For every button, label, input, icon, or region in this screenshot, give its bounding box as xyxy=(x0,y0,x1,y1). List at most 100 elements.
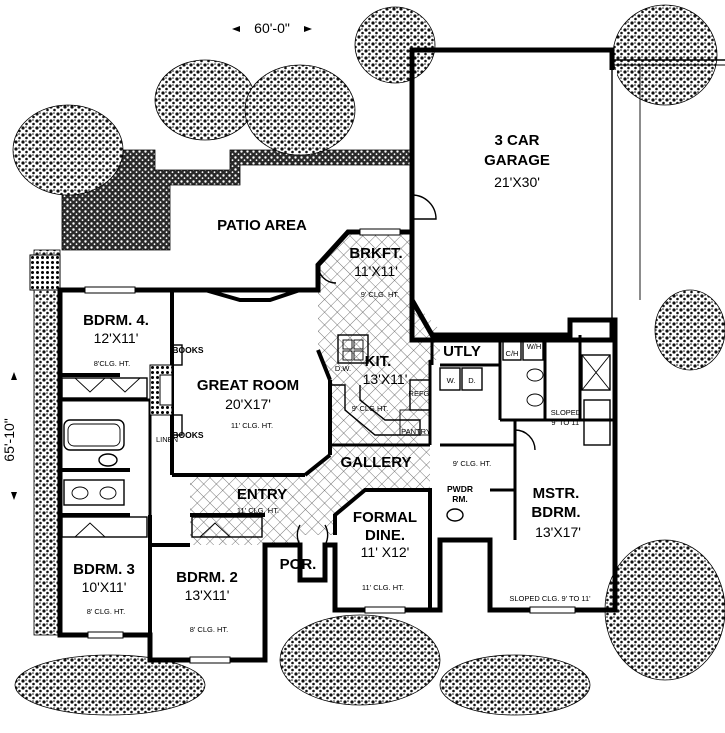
ch-label: C/H xyxy=(506,349,519,358)
refg-label: REFG. xyxy=(409,389,432,398)
garage-entry-door xyxy=(411,194,437,220)
master-door xyxy=(514,429,536,451)
bookshelf-top xyxy=(171,344,183,366)
formal-label-line1: FORMAL xyxy=(353,509,417,526)
dryer-label: D. xyxy=(468,376,476,385)
washer xyxy=(439,367,461,391)
master-sink-b xyxy=(526,393,544,407)
formal-size: 11' X12' xyxy=(361,544,410,560)
window-master xyxy=(529,606,576,614)
tree-top-center xyxy=(244,64,356,156)
brkft-label: BRKFT. xyxy=(349,245,402,262)
washer-label: W. xyxy=(447,376,456,385)
garage-label-line2: GARAGE xyxy=(484,152,550,169)
books-top-label: BOOKS xyxy=(172,345,204,355)
gallery-label: GALLERY xyxy=(340,454,411,471)
utly-label: UTLY xyxy=(443,343,481,360)
entry-label: ENTRY xyxy=(237,486,287,503)
brkft-door xyxy=(317,264,337,284)
bdrm2-label: BDRM. 2 xyxy=(176,569,238,586)
overall-depth: 65'-10" xyxy=(1,418,17,461)
patio-label: PATIO AREA xyxy=(217,217,307,234)
bdrm3-closet xyxy=(61,516,148,538)
formal-label-line2: DINE. xyxy=(365,527,405,544)
garage-label-line1: 3 CAR xyxy=(494,132,539,149)
bdrm4-ceiling: 8'CLG. HT. xyxy=(94,359,130,368)
mstr-ceiling: SLOPED CLG. 9' TO 11' xyxy=(509,594,591,603)
fixtures xyxy=(61,228,611,664)
water-heater xyxy=(502,337,522,361)
room-labels: PATIO AREA BRKFT. 11'X11' 9' CLG. HT. BD… xyxy=(73,217,591,634)
landscaping xyxy=(12,4,725,716)
great-room-label: GREAT ROOM xyxy=(197,377,299,394)
closet-sloped-1: SLOPED xyxy=(551,408,582,417)
wh-label: W/H xyxy=(527,342,542,351)
entry-door xyxy=(296,524,329,546)
tree-top-right-b xyxy=(612,4,718,106)
garage: 3 CAR GARAGE 21'X30' xyxy=(409,47,617,343)
linen-label: LINEN xyxy=(156,435,178,444)
garage-door-opening xyxy=(609,70,617,320)
bdrm3-size: 10'X11' xyxy=(82,579,127,595)
toilet xyxy=(98,453,118,467)
tree-top-left xyxy=(12,104,124,196)
pantry-label: PANTRY xyxy=(401,427,431,436)
gallery-ceiling: 9' CLG. HT. xyxy=(453,459,492,468)
great-room-ceiling: 11' CLG. HT. xyxy=(231,421,273,430)
entry-ceiling: 11' CLG. HT. xyxy=(237,506,279,515)
tree-top-mid xyxy=(154,59,256,141)
overall-width: 60'-0" xyxy=(254,20,290,36)
shrubs-bottom-left xyxy=(14,654,206,716)
master-shower xyxy=(581,354,611,391)
vanity xyxy=(63,479,125,506)
window-bdrm3 xyxy=(87,631,124,639)
bdrm3-label: BDRM. 3 xyxy=(73,561,135,578)
shrubs-bottom-mid xyxy=(439,654,591,716)
master-tub xyxy=(583,399,611,446)
house-walls xyxy=(57,229,618,663)
dw-label: D.W. xyxy=(335,364,351,373)
hedge-left xyxy=(33,249,61,636)
bdrm3-ceiling: 8' CLG. HT. xyxy=(87,607,126,616)
books-bottom-label: BOOKS xyxy=(172,430,204,440)
kit-size: 13'X11' xyxy=(363,371,408,387)
bathtub xyxy=(63,419,125,451)
shrubs-bottom-right xyxy=(604,539,725,681)
closet-sloped-2: 9' TO 11' xyxy=(551,418,581,427)
por-label: POR. xyxy=(280,556,317,573)
mstr-label-line1: MSTR. xyxy=(533,485,580,502)
mstr-label-line2: BDRM. xyxy=(531,504,580,521)
garage-walls xyxy=(409,47,615,343)
garage-size: 21'X30' xyxy=(494,174,540,190)
tree-right-mid xyxy=(654,289,725,371)
exterior-wall xyxy=(57,229,618,663)
pwdr-label-line2: RM. xyxy=(452,494,468,504)
master-sink-a xyxy=(526,368,544,382)
powder-toilet xyxy=(446,508,464,522)
pantry xyxy=(399,409,431,436)
brkft-size: 11'X11' xyxy=(354,263,398,279)
formal-ceiling: 11' CLG. HT. xyxy=(362,583,404,592)
bdrm2-closet xyxy=(191,516,263,538)
window-bdrm2 xyxy=(189,656,231,664)
planter-brick xyxy=(29,254,61,291)
window-bdrm4 xyxy=(84,286,136,294)
bdrm4-label: BDRM. 4. xyxy=(83,312,149,329)
mstr-size: 13'X17' xyxy=(535,524,581,540)
window-kitchen xyxy=(359,228,401,236)
tree-top-right-a xyxy=(354,6,436,84)
bdrm4-closet xyxy=(61,377,148,399)
brkft-ceiling: 9' CLG. HT. xyxy=(361,290,400,299)
window-dining xyxy=(364,606,406,614)
tile-entry-gallery xyxy=(190,445,430,545)
kitchen-island xyxy=(337,334,369,364)
bdrm2-ceiling: 8' CLG. HT. xyxy=(190,625,229,634)
ac-unit xyxy=(522,337,544,361)
kit-ceiling: 9' CLG.HT. xyxy=(352,404,388,413)
dimension-labels: 60'-0" 65'-10" xyxy=(1,20,312,500)
dryer xyxy=(461,367,483,391)
bookshelf-bottom xyxy=(171,414,183,436)
bdrm4-size: 12'X11' xyxy=(94,330,139,346)
kit-label: KIT. xyxy=(365,353,392,370)
